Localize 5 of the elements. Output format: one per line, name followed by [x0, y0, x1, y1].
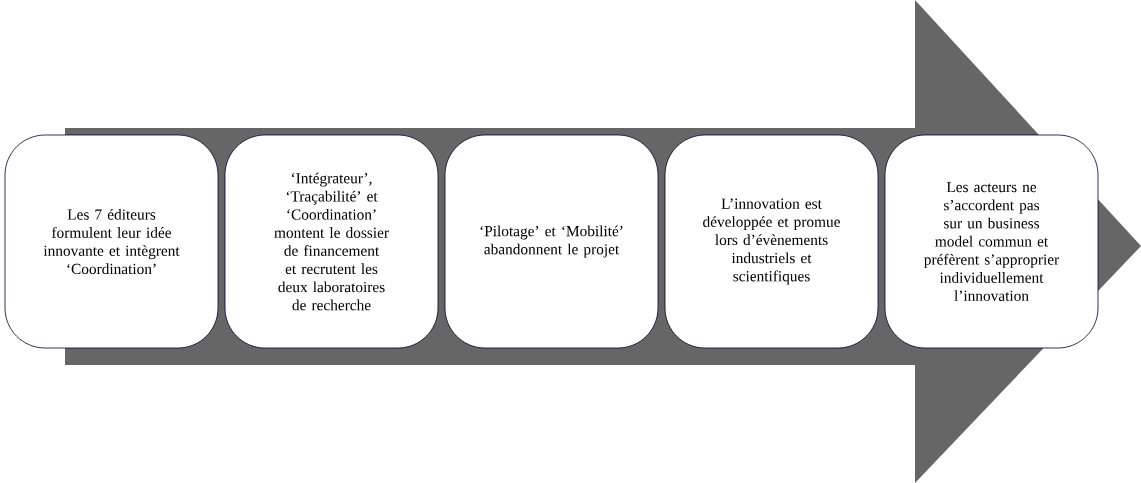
step-box: ‘Pilotage’ et ‘Mobilité’ abandonnent le projet: [444, 134, 659, 349]
step-box: L’innovation est développée et promue lors d’évènements industriels et scientifiques: [664, 134, 879, 349]
step-box: ‘Intégrateur’, ‘Traçabilité’ et ‘Coordination’ montent le dossier de financement et recrutent les deux laboratoires de recherche: [224, 134, 439, 349]
step-box: Les 7 éditeurs formulent leur idée innovante et intègrent ‘Coordination’: [4, 134, 219, 349]
step-box: Les acteurs ne s’accordent pas sur un business model commun et préfèrent s’approprier individuellement l’innovation: [884, 134, 1099, 349]
